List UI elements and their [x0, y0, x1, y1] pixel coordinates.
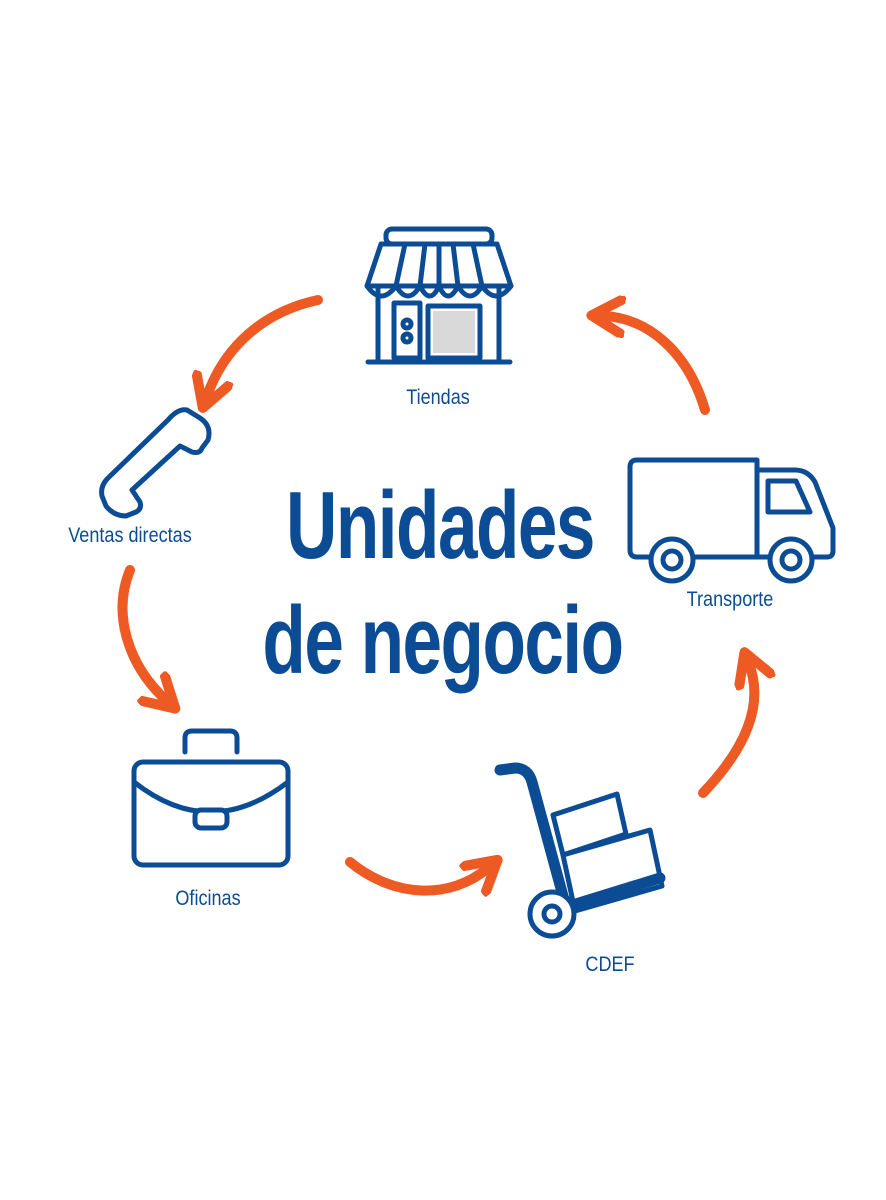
cycle-arrows	[117, 295, 755, 891]
diagram-title-line-2: de negocio	[262, 587, 624, 694]
label-oficinas: Oficinas	[175, 887, 241, 910]
hand-truck-icon	[494, 762, 666, 939]
arrow-tiendas-to-ventas	[207, 295, 323, 396]
label-cdef: CDEF	[585, 953, 635, 976]
label-tiendas: Tiendas	[406, 386, 470, 409]
label-transporte: Transporte	[686, 588, 774, 611]
label-ventas-directas: Ventas directas	[68, 524, 192, 547]
phone-icon	[99, 407, 212, 519]
arrow-oficinas-to-cdef	[345, 862, 488, 891]
arrow-transporte-to-tiendas	[604, 316, 710, 415]
arrow-cdef-to-transporte	[698, 664, 754, 798]
store-door-panel	[433, 311, 475, 353]
diagram-title-line-1: Unidades	[286, 472, 595, 579]
briefcase-icon	[131, 728, 291, 868]
arrow-ventas-to-oficinas	[117, 565, 166, 700]
store-icon	[364, 226, 514, 365]
truck-icon	[627, 457, 836, 584]
